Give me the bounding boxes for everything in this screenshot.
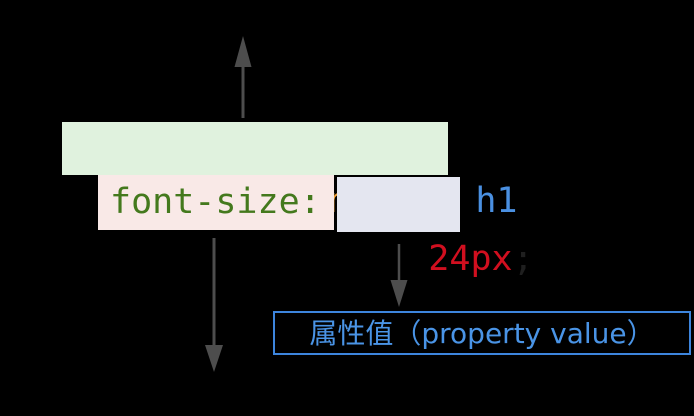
value-label-box: 属性值（property value） (273, 311, 691, 355)
property-value-text: 24px (428, 239, 513, 279)
semicolon-text: ; (512, 239, 534, 279)
type-selector-text: h1 (475, 181, 518, 221)
selector-box: .markdown-bodyh1 (62, 122, 517, 221)
up-arrow-icon (234, 36, 252, 118)
down-arrow-left-icon (205, 238, 223, 372)
property-name-box: font-size: (98, 175, 334, 230)
property-value-box: 24px; (337, 177, 534, 279)
